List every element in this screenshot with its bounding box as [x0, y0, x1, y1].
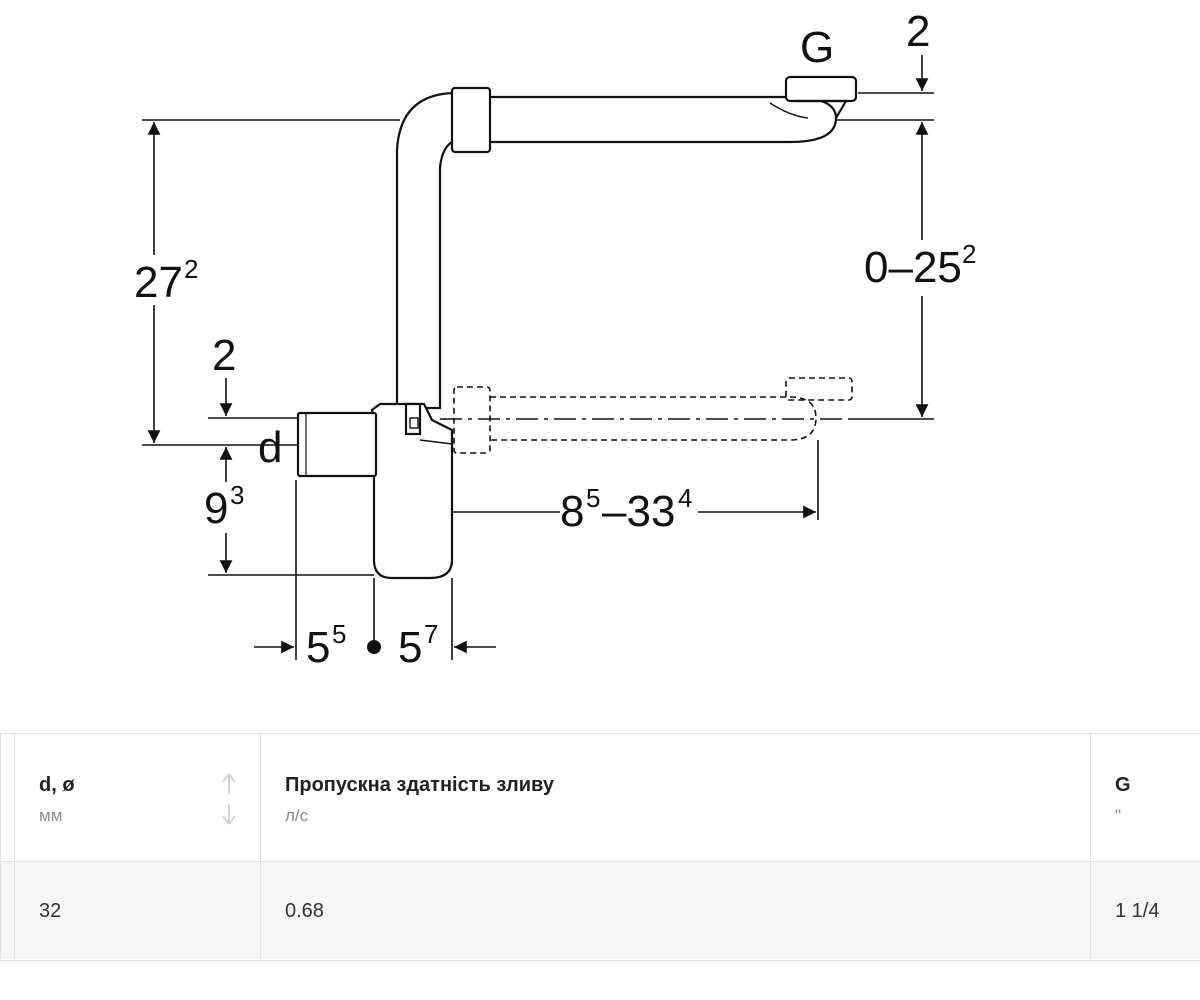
- outlet-connector: [784, 75, 858, 103]
- cell-value: 0.68: [285, 900, 324, 922]
- label-length-range-sup2: 4: [678, 483, 692, 513]
- label-height-range: 0–25: [864, 243, 962, 292]
- label-height-main-sup: 2: [184, 254, 198, 284]
- column-header-drain-capacity[interactable]: Пропускна здатність зливу л/с: [260, 734, 1090, 861]
- spec-table: d, ø мм Пропускна здатність зливу л/с G …: [0, 733, 1200, 961]
- table-row: 32 0.68 1 1/4: [0, 862, 1200, 959]
- label-trap-height: 9: [204, 484, 228, 533]
- siphon-body: [296, 75, 858, 580]
- vertical-pipe: [395, 91, 458, 410]
- column-title: Пропускна здатність зливу: [285, 774, 554, 796]
- siphon-dimension-drawing: G 2 27 2 0–25 2 2 d 9 3 8 5 –33 4 5 5 5 …: [134, 7, 976, 672]
- table-cell-diameter: 32: [14, 862, 260, 959]
- table-header-row: d, ø мм Пропускна здатність зливу л/с G …: [0, 734, 1200, 862]
- table-header-spacer: [0, 734, 14, 861]
- column-title: d, ø: [39, 774, 75, 796]
- label-width-left-sup: 5: [332, 619, 346, 649]
- label-length-range: 8: [560, 487, 584, 536]
- label-width-right-sup: 7: [424, 619, 438, 649]
- column-unit: ": [1115, 806, 1122, 825]
- column-header-diameter[interactable]: d, ø мм: [14, 734, 260, 861]
- table-row-spacer: [0, 862, 14, 959]
- label-height-main: 27: [134, 258, 183, 307]
- column-header-thread[interactable]: G ": [1090, 734, 1200, 861]
- sort-icon[interactable]: [221, 772, 237, 826]
- label-d: d: [258, 423, 282, 472]
- dimension-lines: [142, 55, 934, 660]
- cell-value: 32: [39, 900, 62, 922]
- column-title: G: [1115, 774, 1131, 796]
- label-width-right: 5: [398, 623, 422, 672]
- label-width-left: 5: [306, 623, 330, 672]
- center-dot: [367, 640, 381, 654]
- cell-value: 1 1/4: [1115, 900, 1160, 922]
- label-trap-height-sup: 3: [230, 480, 244, 510]
- label-length-range-mid: –33: [602, 487, 675, 536]
- table-cell-drain-capacity: 0.68: [260, 862, 1090, 959]
- table-cell-thread: 1 1/4: [1090, 862, 1200, 959]
- column-unit: л/с: [285, 806, 309, 825]
- label-length-range-sup1: 5: [586, 483, 600, 513]
- upper-horizontal-pipe: [486, 95, 838, 144]
- column-unit: мм: [39, 806, 63, 825]
- inlet-stub: [296, 411, 378, 478]
- label-g: G: [800, 23, 834, 72]
- label-top-offset: 2: [906, 7, 930, 56]
- pipe-coupling: [450, 86, 492, 154]
- label-left-offset: 2: [212, 331, 236, 380]
- extended-position-outline: [453, 377, 853, 454]
- label-height-range-sup: 2: [962, 239, 976, 269]
